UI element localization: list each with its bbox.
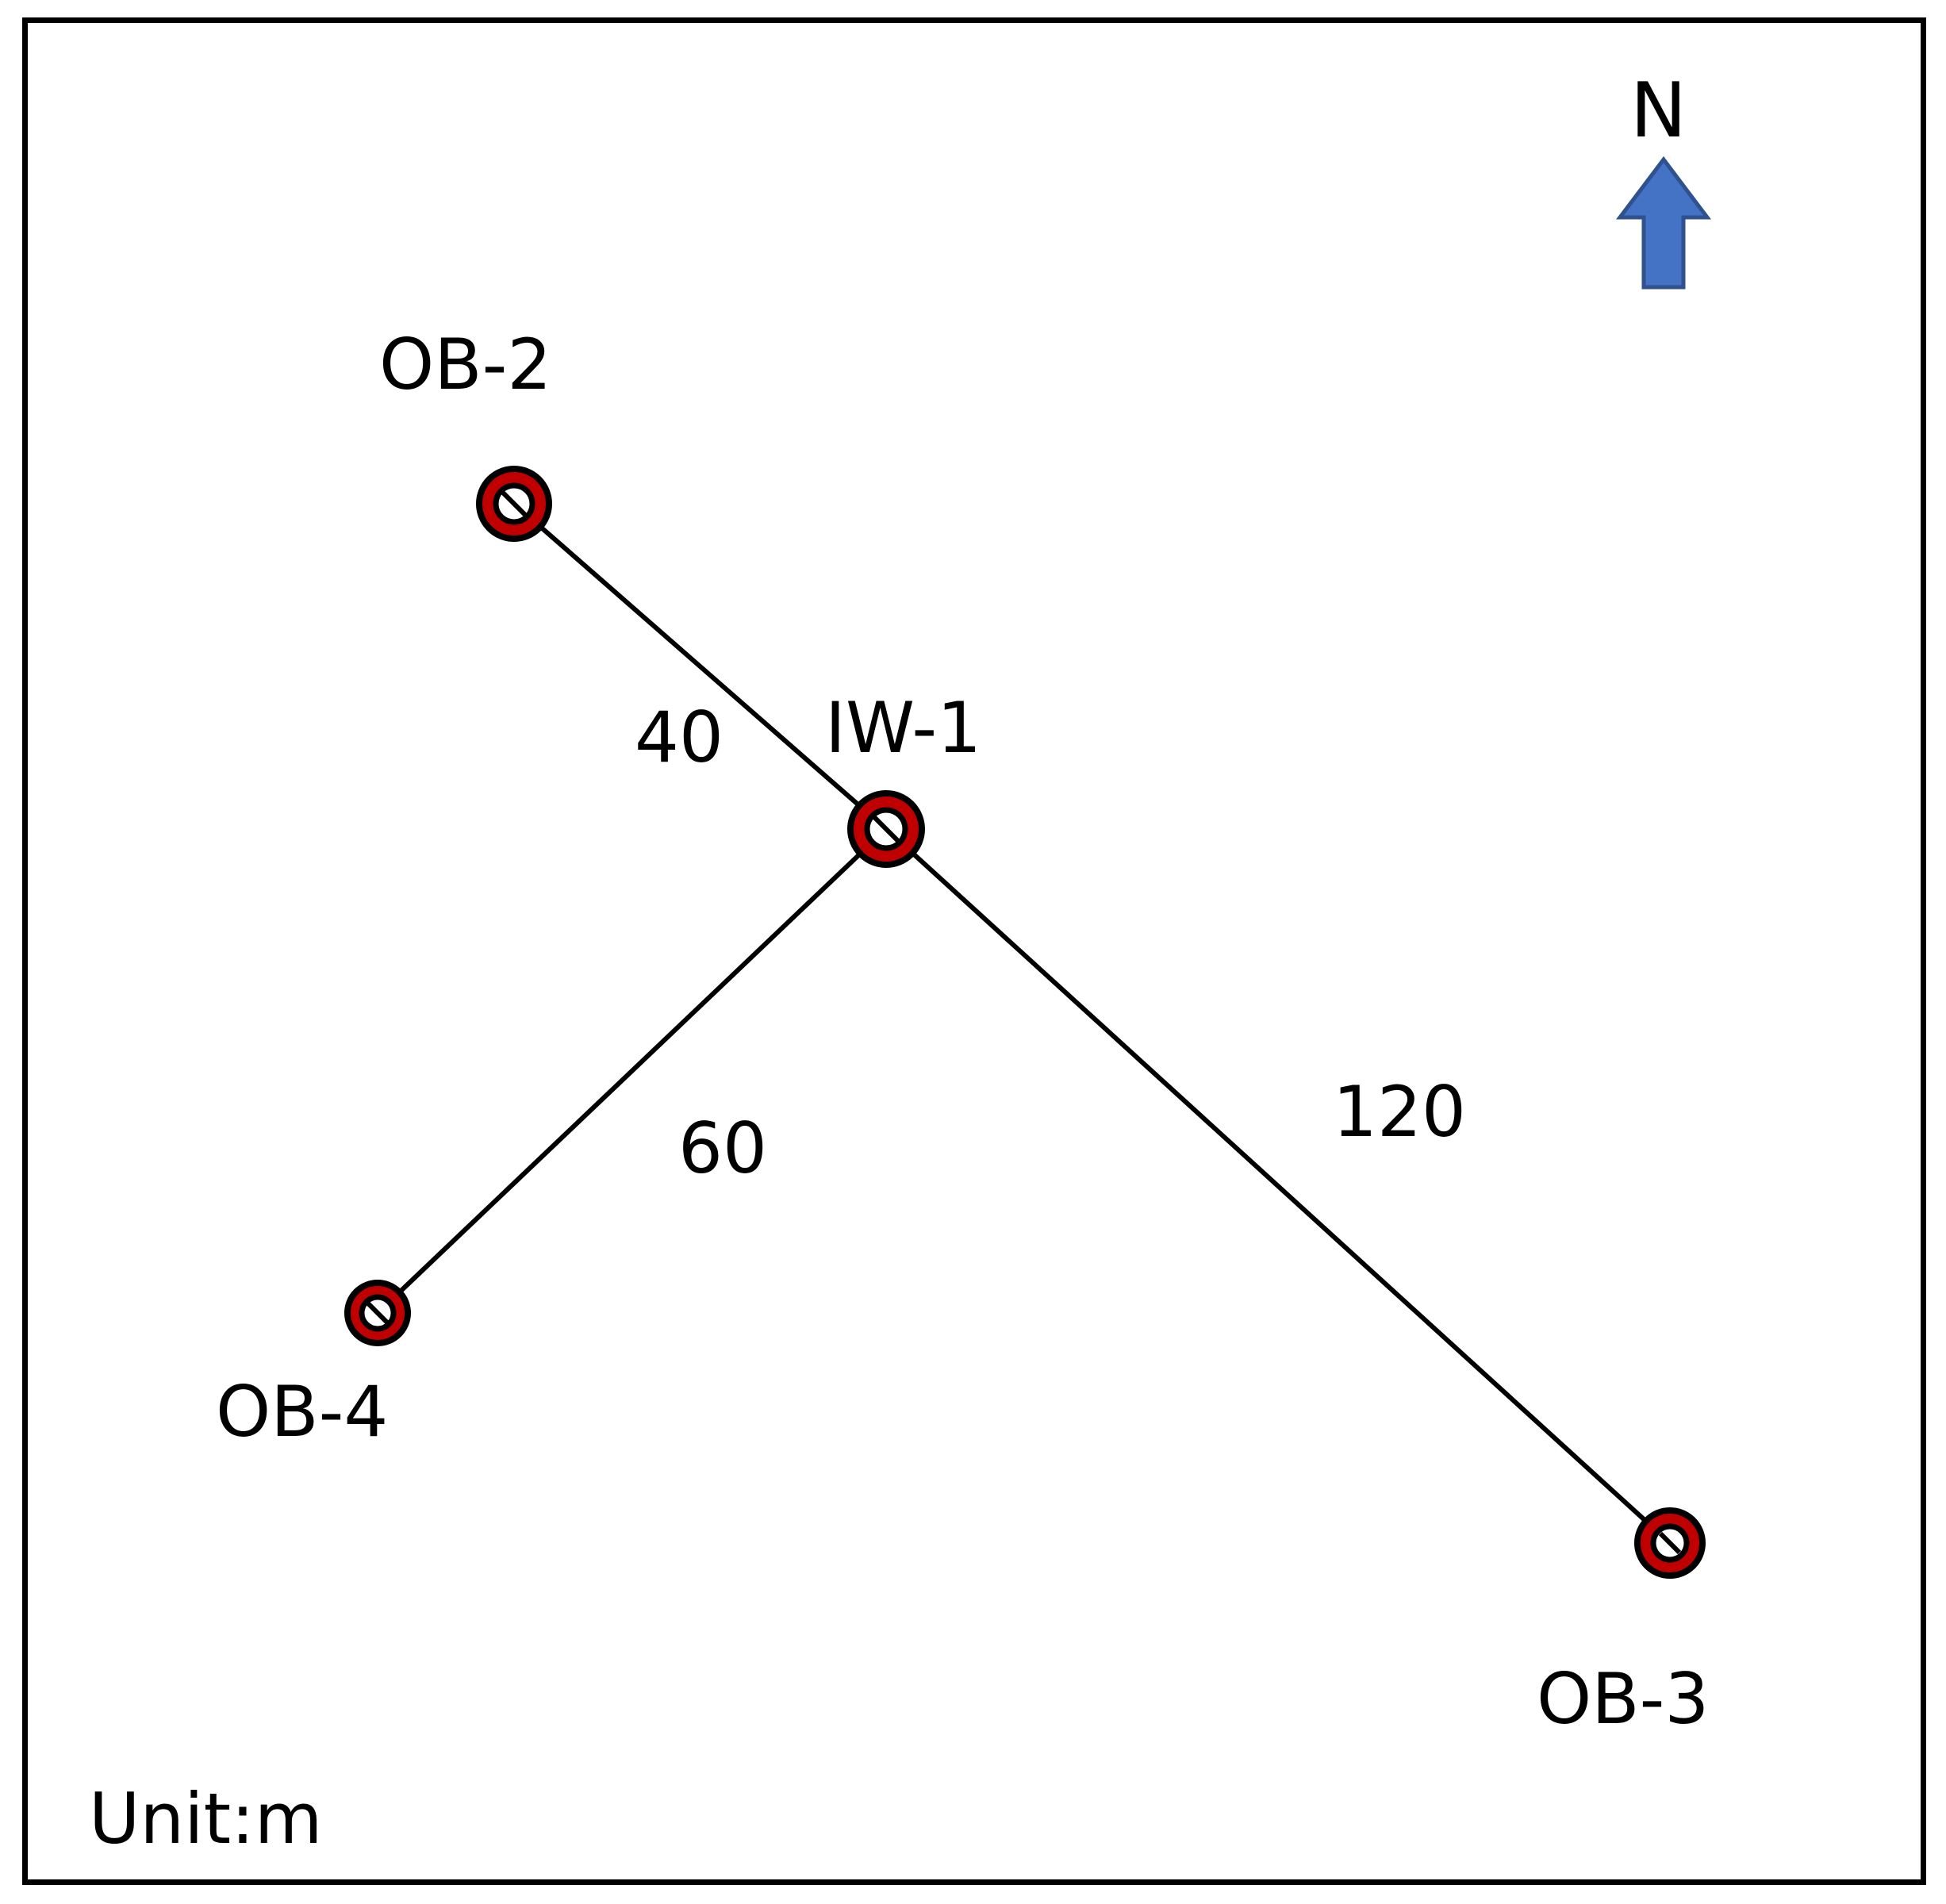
- well-marker-tick: [872, 815, 900, 843]
- well-marker-tick: [501, 490, 528, 518]
- well-marker-tick: [366, 1301, 390, 1325]
- unit-note: Unit:m: [89, 1778, 323, 1860]
- line-iw1-ob3: [884, 827, 1672, 1545]
- well-label-ob2: OB-2: [379, 324, 551, 405]
- well-marker-tick: [1658, 1531, 1682, 1555]
- well-label-ob3: OB-3: [1537, 1658, 1709, 1740]
- distance-label-iw1-ob3: 120: [1333, 1071, 1466, 1153]
- well-marker-ob4[interactable]: [344, 1280, 411, 1346]
- north-arrow: N: [1615, 67, 1712, 290]
- distance-label-ob2-iw1: 40: [635, 697, 724, 778]
- connection-lines: [375, 501, 1672, 1545]
- north-arrow-icon: [1615, 155, 1712, 290]
- well-marker-ob3[interactable]: [1634, 1507, 1706, 1579]
- north-label: N: [1630, 67, 1687, 155]
- well-label-ob4: OB-4: [216, 1371, 388, 1453]
- line-iw1-ob4: [375, 827, 889, 1315]
- well-label-iw1: IW-1: [825, 687, 981, 769]
- well-marker-ob2[interactable]: [476, 466, 552, 542]
- well-marker-iw1[interactable]: [847, 790, 925, 868]
- diagram-border: [22, 17, 1926, 1885]
- distance-label-iw1-ob4: 60: [678, 1107, 767, 1189]
- line-ob2-iw1: [512, 501, 888, 831]
